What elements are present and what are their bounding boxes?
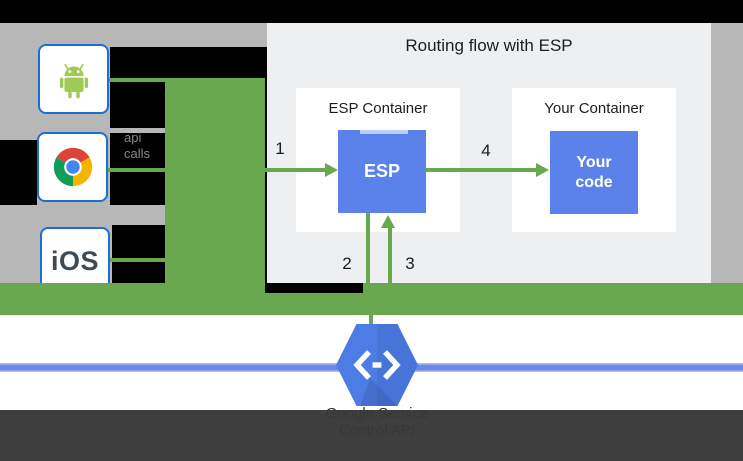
chrome-connector-line	[108, 168, 165, 172]
chrome-browser-icon	[53, 147, 92, 187]
step-1-label: 1	[275, 139, 285, 158]
transparent-patch	[110, 47, 267, 78]
arrow-2-line	[366, 213, 370, 300]
api-calls-line1: api	[124, 130, 142, 145]
step-3-label: 3	[405, 254, 415, 273]
hexagon-connector-line	[369, 315, 373, 331]
your-code-line1: Your	[576, 153, 612, 171]
your-code-box: Your code	[550, 131, 638, 214]
api-calls-label: api calls	[124, 130, 150, 162]
diagram-title: Routing flow with ESP	[405, 36, 573, 55]
request-bar-vertical	[165, 78, 265, 285]
arrow-2-line-tail	[366, 283, 370, 300]
ios-label: iOS	[50, 246, 99, 276]
transparent-patch	[110, 133, 165, 168]
esp-box: ESP	[338, 130, 426, 213]
ios-connector-line	[110, 258, 165, 262]
android-connector-line	[108, 78, 165, 82]
arrow-1-head	[325, 163, 338, 177]
api-calls-line2: calls	[124, 146, 151, 161]
chrome-client-box	[37, 132, 108, 202]
transparent-patch	[110, 81, 165, 128]
arrow-3-line	[388, 228, 392, 283]
transparent-patch	[110, 172, 165, 205]
transparent-patch	[0, 140, 37, 205]
step-2-label: 2	[342, 254, 352, 273]
footer-band	[0, 410, 743, 461]
step-4-label: 4	[481, 141, 491, 160]
transparent-patch	[265, 283, 363, 293]
esp-container-title: ESP Container	[328, 100, 428, 117]
google-cloud-endpoints-icon	[336, 324, 418, 406]
your-code-line2: code	[575, 173, 613, 191]
transparent-patch	[265, 47, 267, 283]
right-backdrop-strip	[711, 23, 743, 285]
transparent-patch	[112, 225, 165, 258]
transparent-patch	[112, 262, 165, 283]
your-container-title: Your Container	[544, 100, 644, 117]
android-robot-icon	[59, 63, 88, 99]
arrow-4-head	[536, 163, 549, 177]
arrow-3-head	[381, 215, 395, 228]
android-client-box	[38, 44, 109, 114]
esp-box-label: ESP	[363, 161, 401, 181]
arrow-1-line	[265, 168, 325, 172]
service-bar-horizontal	[0, 283, 743, 315]
esp-box-highlight	[360, 130, 408, 134]
arrow-4-line	[426, 168, 536, 172]
